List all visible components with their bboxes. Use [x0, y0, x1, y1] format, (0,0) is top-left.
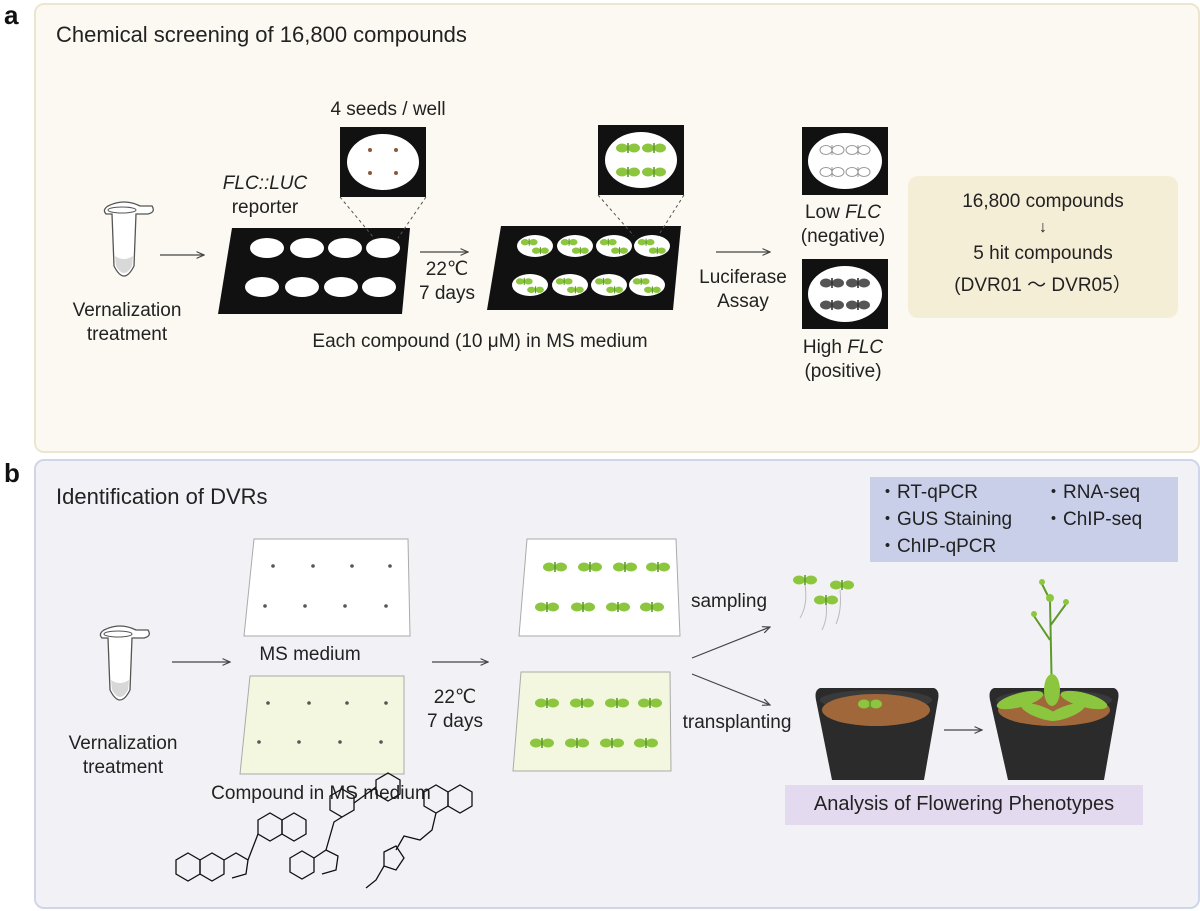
assay-chip-qpcr: ・ChIP-qPCR: [878, 536, 997, 557]
low-flc-note: (negative): [800, 226, 886, 247]
low-flc-well: [802, 127, 888, 195]
assay-gus-staining: ・GUS Staining: [878, 509, 1013, 530]
sampled-seedlings: [793, 575, 854, 631]
ms-medium-plate: [243, 538, 411, 637]
structure-3: [365, 784, 473, 889]
condition-b: 22℃ 7 days: [420, 686, 490, 734]
tube-label-a-line1: Vernalization: [72, 300, 182, 321]
high-flc-note: (positive): [804, 361, 882, 382]
hit-total: 16,800 compounds: [962, 191, 1124, 212]
sampling-plate: [518, 538, 681, 637]
structure-2: [289, 772, 401, 880]
seed-zoom-inset: [339, 127, 427, 239]
high-flc-gene: FLC: [847, 337, 884, 358]
tube-label-a: Vernalization treatment: [52, 299, 202, 347]
tube-label-a-line2: treatment: [86, 324, 168, 345]
panel-letter-b: b: [4, 458, 20, 488]
assay-label-line2: Assay: [717, 291, 769, 312]
assay-chip-seq: ・ChIP-seq: [1044, 509, 1143, 530]
assay-label-line1: Luciferase: [699, 267, 787, 288]
reporter-word: reporter: [231, 197, 299, 218]
tube-label-b: Vernalization treatment: [48, 732, 198, 780]
condition-a: 22℃ 7 days: [412, 258, 482, 306]
pot-seedling: [815, 688, 939, 780]
downstream-assays-box: ・RT-qPCR ・RNA-seq ・GUS Staining ・ChIP-se…: [870, 477, 1178, 562]
tube-label-b-line1: Vernalization: [68, 733, 178, 754]
hit-count: 5 hit compounds: [973, 243, 1113, 264]
assay-rt-qpcr: ・RT-qPCR: [878, 482, 978, 503]
hit-arrow-icon: ↓: [1039, 219, 1047, 236]
panel-letter-a: a: [4, 0, 19, 30]
seeds-label: 4 seeds / well: [330, 99, 446, 120]
seedling-plate-a: [487, 226, 681, 310]
low-flc-label: Low FLC (negative): [788, 201, 898, 249]
transplanting-plate: [512, 671, 672, 772]
tube-icon-b: [99, 625, 150, 701]
hit-range: (DVR01 〜 DVR05）: [954, 275, 1132, 296]
low-flc-gene: FLC: [845, 202, 882, 223]
condition-a-temp: 22℃: [425, 259, 469, 280]
pot-flowering-plant: [989, 579, 1119, 780]
compound-medium-plate: [239, 675, 405, 775]
high-flc-word: High: [802, 337, 848, 358]
condition-a-days: 7 days: [419, 283, 475, 304]
seedling-zoom-inset: [597, 125, 685, 237]
condition-b-temp: 22℃: [433, 687, 477, 708]
seed-plate-a: [218, 228, 410, 314]
low-flc-word: Low: [804, 202, 846, 223]
ms-medium-label: MS medium: [259, 644, 361, 665]
condition-b-days: 7 days: [427, 711, 483, 732]
phenotype-label: Analysis of Flowering Phenotypes: [813, 793, 1115, 815]
plate-caption: Each compound (10 μM) in MS medium: [312, 331, 648, 352]
arrow-sampling: [691, 627, 770, 659]
reporter-label: FLC::LUC reporter: [210, 172, 320, 220]
assay-label: Luciferase Assay: [688, 266, 798, 314]
assay-rna-seq: ・RNA-seq: [1044, 482, 1141, 503]
reporter-gene: FLC::LUC: [222, 173, 308, 194]
hit-summary-box: 16,800 compounds ↓ 5 hit compounds (DVR0…: [908, 176, 1178, 318]
sampling-label: sampling: [690, 591, 768, 612]
panel-a-title: Chemical screening of 16,800 compounds: [56, 22, 467, 47]
phenotype-box: Analysis of Flowering Phenotypes: [785, 785, 1143, 825]
panel-b-title: Identification of DVRs: [56, 484, 268, 509]
structure-1: [175, 812, 307, 882]
tube-icon-a: [103, 201, 154, 277]
high-flc-well: [802, 259, 888, 329]
tube-label-b-line2: treatment: [82, 757, 164, 778]
arrow-transplanting: [691, 673, 770, 705]
transplanting-label: transplanting: [682, 712, 792, 733]
chemical-structures: [175, 772, 473, 889]
high-flc-label: High FLC (positive): [788, 336, 898, 384]
